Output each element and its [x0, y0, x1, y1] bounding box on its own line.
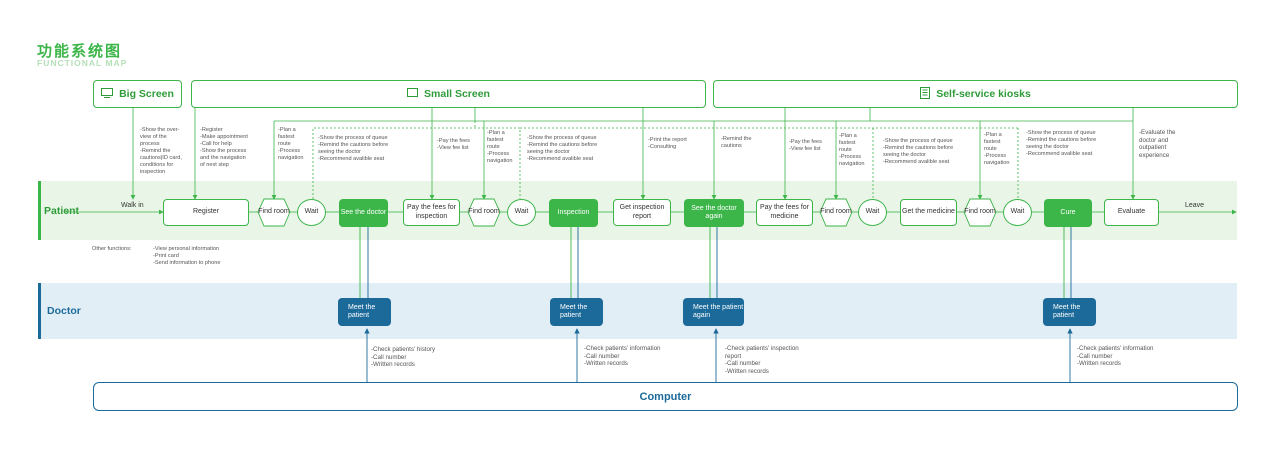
note-queue-1: -Show the process of queue-Remind the ca… [318, 135, 389, 162]
note-pay-fees-1: -Pay the fees-View fee list [437, 138, 470, 151]
kiosk-label: Self-service kiosks [936, 88, 1031, 100]
meet-patient-node-1: Meet the patient [338, 298, 391, 326]
screen-icon [407, 88, 419, 100]
monitor-icon [101, 87, 114, 101]
doctor-lane-label: Doctor [47, 305, 81, 317]
wait-step-1: Wait [297, 199, 326, 226]
meet-patient-again-node: Meet the patient again [683, 298, 744, 326]
note-computer-2: -Check patients' information-Call number… [584, 345, 661, 368]
hex-find-room-4 [963, 198, 997, 227]
cure-step: Cure [1044, 199, 1092, 227]
page-title: 功能系统图 [37, 43, 123, 60]
note-queue-2: -Show the process of queue-Remind the ca… [527, 135, 598, 162]
note-queue-4: -Show the process of queue-Remind the ca… [1026, 130, 1097, 157]
leave-label: Leave [1185, 202, 1205, 209]
inspection-step: Inspection [549, 199, 598, 227]
find-room-step-3: Find room [820, 208, 852, 216]
get-medicine-step: Get the medicine [900, 199, 957, 226]
computer-bar: Computer [93, 382, 1238, 411]
wait-step-4: Wait [1003, 199, 1032, 226]
meet-patient-node-3: Meet the patient [1043, 298, 1096, 326]
evaluate-step: Evaluate [1104, 199, 1159, 226]
kiosk-icon [920, 86, 931, 102]
doctor-lane-band [38, 283, 1237, 339]
hex-find-room-1 [257, 198, 291, 227]
pay-medicine-step: Pay the fees for medicine [756, 199, 813, 226]
big-screen-device: Big Screen [93, 80, 182, 108]
kiosk-device: Self-service kiosks [713, 80, 1238, 108]
see-doctor-again-step: See the doctor again [684, 199, 744, 227]
find-room-step-2: Find room [468, 208, 500, 216]
hex-find-room-3 [819, 198, 853, 227]
note-print-report: -Print the report-Consulting [648, 137, 687, 150]
find-room-step-4: Find room [964, 208, 996, 216]
hex-find-room-2 [467, 198, 501, 227]
note-register: -Register-Make appointment-Call for help… [200, 127, 248, 168]
register-step: Register [163, 199, 249, 226]
patient-lane-label: Patient [44, 205, 80, 217]
small-screen-device: Small Screen [191, 80, 706, 108]
pay-inspection-step: Pay the fees for inspection [403, 199, 460, 226]
note-computer-4: -Check patients' information-Call number… [1077, 345, 1154, 368]
big-screen-label: Big Screen [119, 88, 174, 100]
patient-lane-bar [38, 181, 41, 240]
page-subtitle: FUNCTIONAL MAP [37, 58, 128, 68]
walk-in-label: Walk in [121, 202, 144, 209]
note-queue-3: -Show the process of queue-Remind the ca… [883, 138, 954, 165]
note-computer-1: -Check patients' history-Call number-Wri… [371, 346, 436, 369]
small-screen-label: Small Screen [424, 88, 490, 100]
wait-step-2: Wait [507, 199, 536, 226]
doctor-lane-bar [38, 283, 41, 339]
find-room-step-1: Find room [258, 208, 290, 216]
get-report-step: Get inspection report [613, 199, 671, 226]
wait-step-3: Wait [858, 199, 887, 226]
meet-patient-node-2: Meet the patient [550, 298, 603, 326]
other-functions-label: Other functions: [92, 246, 132, 252]
other-functions-list: -View personal information-Print card-Se… [153, 246, 221, 266]
see-doctor-step: See the doctor [339, 199, 388, 227]
note-pay-fees-2: -Pay the fees-View fee list [789, 139, 822, 152]
